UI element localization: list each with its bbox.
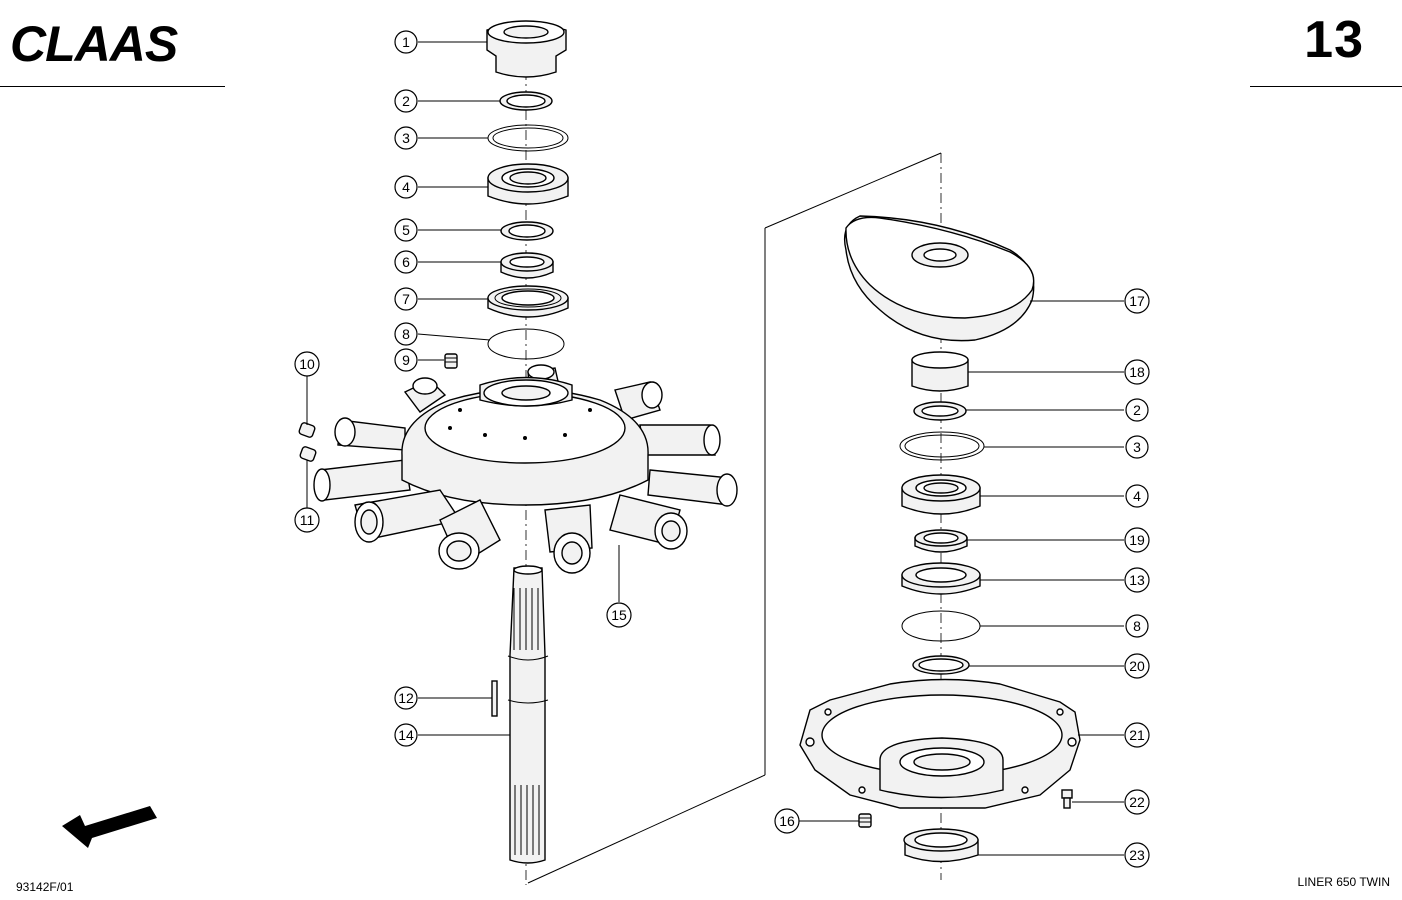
- callout-12: 12: [394, 686, 418, 710]
- callout-18: 18: [1124, 359, 1150, 385]
- callout-number: 9: [402, 352, 410, 368]
- callout-number: 17: [1129, 293, 1145, 309]
- part-6-seal: [500, 252, 554, 279]
- callout-number: 5: [402, 222, 410, 238]
- model-name: LINER 650 TWIN: [1297, 875, 1390, 889]
- callout-number: 14: [398, 727, 414, 743]
- callout-number: 7: [402, 291, 410, 307]
- callout-6: 6: [394, 250, 418, 274]
- callout-3: 3: [394, 126, 418, 150]
- callout-13: 13: [1124, 567, 1150, 593]
- callout-number: 6: [402, 254, 410, 270]
- callout-23: 23: [1124, 842, 1150, 868]
- part-20-ring: [912, 655, 970, 675]
- part-23-seal: [903, 828, 979, 863]
- page-number: 13: [1304, 11, 1364, 69]
- part-4-bearing: [487, 163, 569, 205]
- part-19-seal: [914, 529, 968, 553]
- callout-7: 7: [394, 287, 418, 311]
- callout-number: 3: [1133, 439, 1141, 455]
- leader-lines: [306, 41, 1124, 856]
- callout-1: 1: [394, 30, 418, 54]
- callout-number: 8: [1133, 618, 1141, 634]
- callout-number: 22: [1129, 794, 1145, 810]
- callout-number: 2: [402, 93, 410, 109]
- callout-number: 10: [299, 356, 315, 372]
- callout-3-right: 3: [1125, 435, 1149, 459]
- part-3-circlip-right: [899, 431, 985, 461]
- callout-number: 20: [1129, 658, 1145, 674]
- callout-number: 3: [402, 130, 410, 146]
- claas-logo: CLAAS: [8, 14, 233, 70]
- part-17-cover: [843, 215, 1035, 342]
- callout-number: 23: [1129, 847, 1145, 863]
- callout-16: 16: [774, 808, 800, 834]
- callout-9: 9: [394, 348, 418, 372]
- callout-number: 8: [402, 326, 410, 342]
- callout-10: 10: [294, 351, 320, 377]
- callout-2-right: 2: [1125, 398, 1149, 422]
- callout-2: 2: [394, 89, 418, 113]
- callout-22: 22: [1124, 789, 1150, 815]
- part-8-oring: [487, 328, 565, 360]
- part-7-seal: [487, 285, 569, 318]
- part-21-housing: [799, 678, 1081, 809]
- part-18-sleeve: [911, 351, 969, 392]
- callout-21: 21: [1124, 722, 1150, 748]
- part-2-ring-right: [913, 401, 967, 421]
- callout-number: 12: [398, 690, 414, 706]
- part-10-screw: [298, 422, 316, 438]
- part-11-screw: [299, 446, 317, 462]
- part-4-bearing-right: [901, 474, 981, 515]
- callout-number: 16: [779, 813, 795, 829]
- part-3-circlip: [487, 124, 569, 152]
- callout-number: 4: [1133, 488, 1141, 504]
- part-22-bolt: [1061, 789, 1073, 809]
- callout-number: 1: [402, 34, 410, 50]
- callout-number: 21: [1129, 727, 1145, 743]
- callout-15: 15: [606, 602, 632, 628]
- callout-11: 11: [294, 507, 320, 533]
- drawing-number: 93142F/01: [16, 880, 74, 894]
- callout-4-right: 4: [1125, 484, 1149, 508]
- callout-number: 13: [1129, 572, 1145, 588]
- callout-5: 5: [394, 218, 418, 242]
- callout-14: 14: [394, 723, 418, 747]
- callout-number: 4: [402, 179, 410, 195]
- callout-8: 8: [394, 322, 418, 346]
- callout-17: 17: [1124, 288, 1150, 314]
- header-rule-right: [1250, 86, 1402, 87]
- callout-19: 19: [1124, 527, 1150, 553]
- callout-number: 15: [611, 607, 627, 623]
- callout-number: 18: [1129, 364, 1145, 380]
- callout-8-right: 8: [1125, 614, 1149, 638]
- callout-number: 2: [1133, 402, 1141, 418]
- direction-arrow-icon: [62, 806, 157, 848]
- part-13-seal: [901, 562, 981, 595]
- brand-wordmark: CLAAS: [10, 16, 178, 70]
- part-9-screw: [444, 353, 458, 369]
- callout-number: 11: [300, 512, 315, 528]
- callout-number: 19: [1129, 532, 1145, 548]
- part-14-shaft: [507, 565, 549, 864]
- part-16-screw: [858, 813, 872, 828]
- part-1-bushing: [486, 20, 567, 78]
- callout-20: 20: [1124, 653, 1150, 679]
- part-5-ring: [500, 221, 554, 241]
- header-rule-left: [0, 86, 225, 87]
- part-12-key: [491, 680, 498, 717]
- part-2-ring: [499, 91, 553, 111]
- part-15-rotor-hub: [313, 364, 738, 574]
- callout-4: 4: [394, 175, 418, 199]
